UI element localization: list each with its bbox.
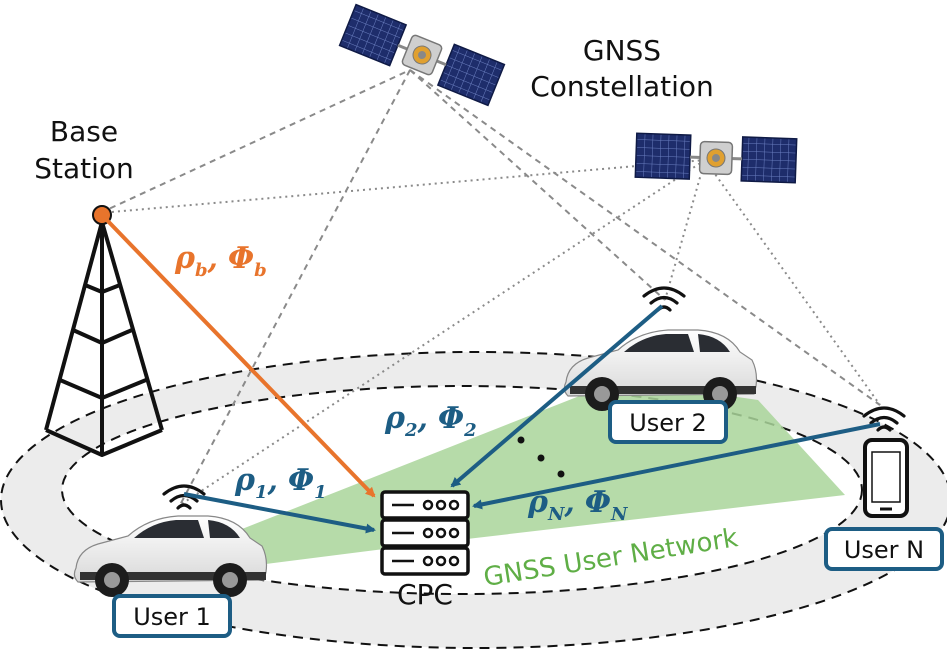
user2-label: User 2 [629, 409, 707, 437]
userN-box: User N [824, 527, 944, 571]
user2-measurement: ρ2,Φ2 [384, 401, 477, 441]
wifi-icon [642, 286, 686, 312]
satellite-links [99, 69, 881, 506]
userN-arrow [472, 422, 881, 510]
base-measurement: ρb,Φb [174, 241, 267, 281]
phone-icon [863, 438, 909, 518]
gnss-label-line1: GNSS [583, 34, 661, 67]
gnss-label-line2: Constellation [530, 70, 714, 103]
user2-arrow [450, 304, 664, 488]
server-icon [380, 490, 470, 576]
user1-arrow [183, 492, 376, 534]
user1-measurement: ρ1,Φ1 [234, 463, 327, 503]
base-label-line2: Station [34, 152, 134, 185]
user1-label: User 1 [133, 603, 211, 631]
more-users-dots [517, 436, 565, 478]
base-arrow [100, 213, 376, 498]
user2-box: User 2 [608, 400, 728, 444]
userN-measurement: ρN,ΦN [527, 485, 629, 525]
user1-box: User 1 [112, 594, 232, 638]
base-label-line1: Base [50, 115, 118, 148]
userN-label: User N [844, 536, 924, 564]
cpc-label: CPC [397, 578, 453, 611]
